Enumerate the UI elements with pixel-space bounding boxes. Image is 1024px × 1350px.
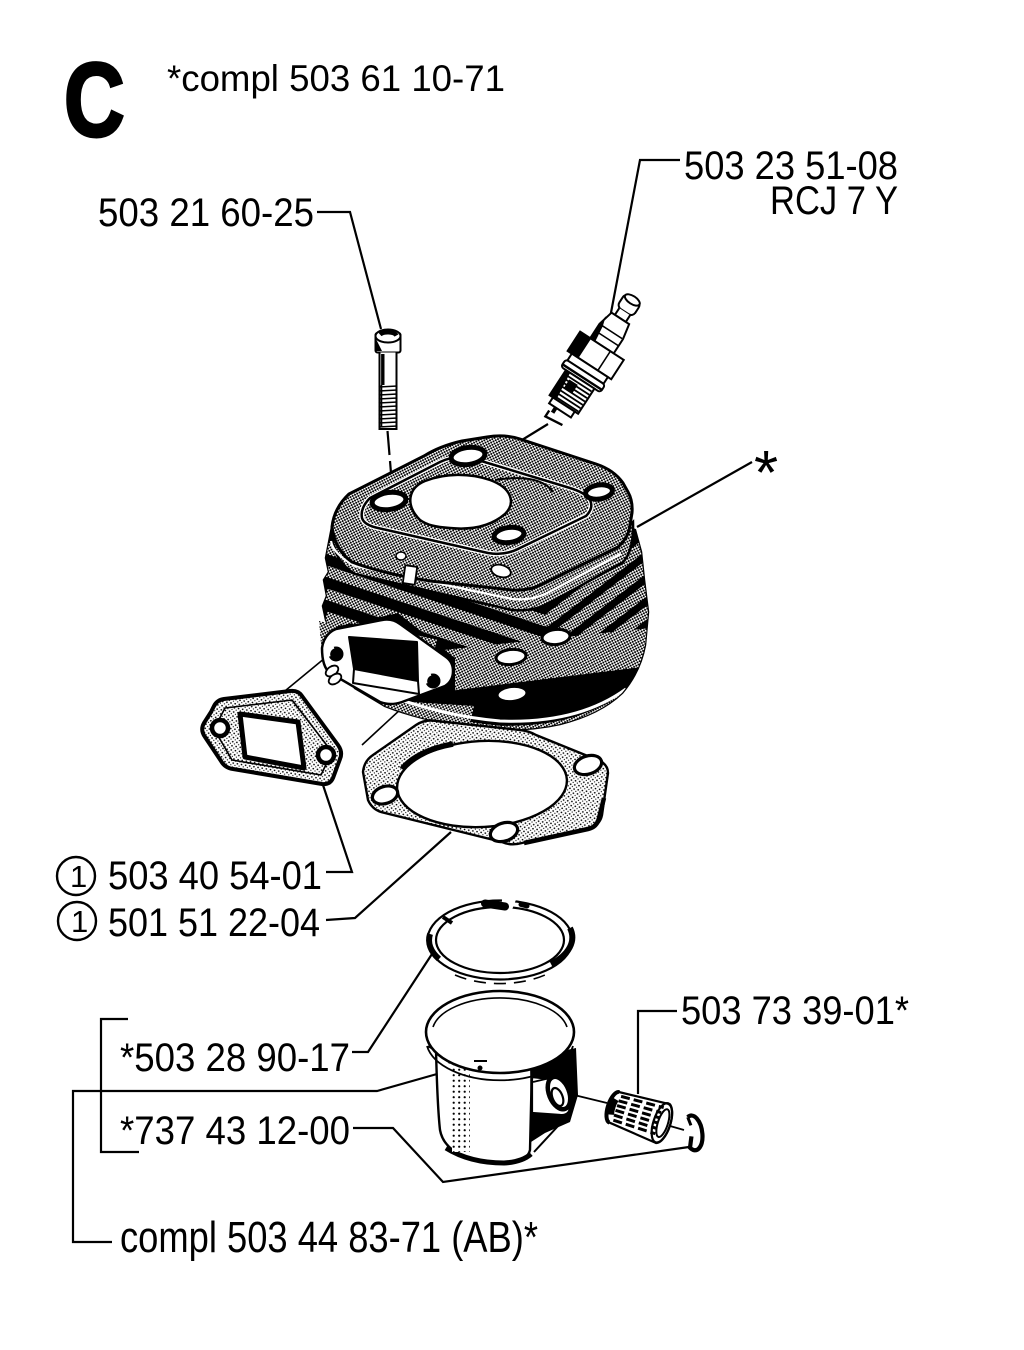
svg-text:501 51 22-04: 501 51 22-04 [108, 901, 320, 945]
svg-text:1: 1 [71, 904, 88, 939]
svg-text:*: * [754, 439, 778, 508]
svg-text:compl 503 44 83-71 (AB)*: compl 503 44 83-71 (AB)* [120, 1213, 538, 1262]
svg-text:503 23 51-08: 503 23 51-08 [684, 144, 898, 188]
svg-text:C: C [64, 42, 125, 159]
svg-text:*503 28 90-17: *503 28 90-17 [120, 1036, 350, 1080]
svg-text:503 73 39-01*: 503 73 39-01* [681, 989, 909, 1033]
svg-text:503 40 54-01: 503 40 54-01 [108, 854, 322, 898]
svg-text:*compl 503 61 10-71: *compl 503 61 10-71 [167, 58, 505, 99]
svg-text:*737 43 12-00: *737 43 12-00 [120, 1109, 350, 1153]
svg-text:503 21 60-25: 503 21 60-25 [98, 191, 314, 235]
svg-text:1: 1 [70, 859, 87, 894]
svg-text:RCJ 7 Y: RCJ 7 Y [770, 179, 898, 223]
